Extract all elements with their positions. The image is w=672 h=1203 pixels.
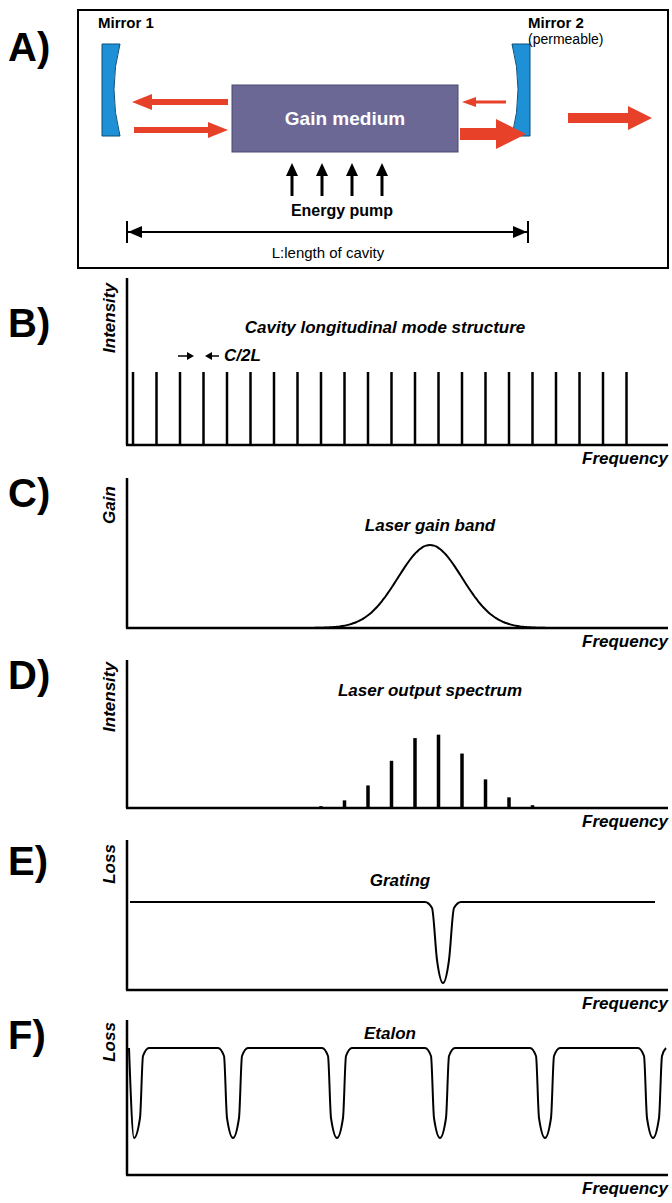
panel-letter: D) (8, 652, 50, 698)
spacing-label: C/2L (224, 346, 261, 366)
axis-label: Frequency (582, 994, 668, 1014)
axis-label: Frequency (582, 632, 668, 652)
gain-curve (300, 545, 560, 628)
mirror-shape (102, 44, 120, 136)
panel-letter: E) (8, 838, 48, 884)
light-arrow (460, 119, 526, 149)
axis-label: Gain (100, 486, 120, 524)
pump-arrow (381, 174, 384, 196)
axis-label: Frequency (582, 449, 668, 469)
gain-medium-box: Gain medium (232, 85, 458, 152)
axis-label: Loss (100, 1022, 120, 1062)
dimension-tick (527, 221, 529, 243)
plot-axes (126, 278, 668, 445)
mirror-note: (permeable) (528, 31, 603, 47)
plot-title: Cavity longitudinal mode structure (245, 318, 526, 338)
gain-medium-body (232, 85, 458, 152)
pump-label: Energy pump (291, 202, 393, 220)
plot-axes (126, 660, 668, 808)
plot-axes (126, 840, 668, 990)
axis-label: Frequency (582, 812, 668, 832)
axis-label: Intensity (100, 283, 120, 353)
mode-lines (133, 372, 627, 445)
plot-axes (126, 1020, 668, 1175)
pump-arrow-head (316, 163, 328, 176)
panel-letter: B) (8, 300, 50, 346)
light-arrow (568, 106, 652, 130)
plot-title: Laser gain band (365, 516, 495, 536)
spacing-marker (178, 352, 219, 360)
dimension-arrow (128, 226, 142, 238)
mirror-shape (512, 44, 530, 136)
dimension-tick (126, 221, 128, 243)
light-arrow (134, 122, 228, 138)
axis-label: Intensity (100, 662, 120, 732)
light-arrow (462, 97, 506, 107)
plot-title: Laser output spectrum (338, 681, 522, 701)
panel-frame (78, 10, 668, 268)
output-lines (321, 735, 533, 808)
plot-axes (126, 478, 668, 628)
axis-label: Loss (100, 844, 120, 884)
pump-arrow-head (346, 163, 358, 176)
pump-arrow (291, 174, 294, 196)
axis-label: Frequency (582, 1179, 668, 1199)
plot-title: Etalon (364, 1024, 416, 1044)
panel-letter: A) (8, 24, 50, 70)
mirror-label: Mirror 1 (98, 14, 154, 31)
grating-curve (130, 902, 655, 983)
mirror-label: Mirror 2 (528, 14, 584, 31)
dimension-label: L:length of cavity (272, 244, 385, 261)
pump-arrow-head (286, 163, 298, 176)
node-text: Gain medium (285, 108, 405, 130)
pump-arrow (351, 174, 354, 196)
light-arrow (132, 94, 228, 110)
dimension-arrow (513, 226, 527, 238)
pump-arrow-head (376, 163, 388, 176)
etalon-curve (129, 1048, 666, 1138)
plot-title: Grating (370, 871, 430, 891)
pump-arrow (321, 174, 324, 196)
panel-letter: C) (8, 470, 50, 516)
panel-letter: F) (8, 1012, 46, 1058)
laser-cavity-illustration (78, 10, 668, 268)
dimension-line (127, 231, 528, 233)
